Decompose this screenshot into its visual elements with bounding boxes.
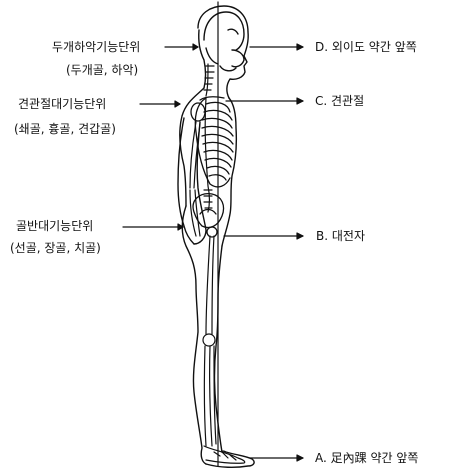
lumbar-spine <box>204 98 212 212</box>
label-a: A. 足內踝 약간 앞쪽 <box>315 451 418 465</box>
pelvis-unit-sub: (선골, 장골, 치골) <box>10 241 101 255</box>
label-b: B. 대전자 <box>316 229 365 243</box>
skull <box>204 12 244 71</box>
head-unit-title: 두개하악기능단위 <box>52 40 140 54</box>
head-unit-sub: (두개골, 하악) <box>66 63 138 77</box>
leg-bones <box>203 236 245 463</box>
shoulder-unit-sub: (쇄골, 흉골, 견갑골) <box>14 122 116 136</box>
right-pointers <box>224 44 303 461</box>
label-c: C. 견관절 <box>315 94 364 108</box>
label-d: D. 외이도 약간 앞쪽 <box>315 40 417 54</box>
body-outline <box>178 6 254 467</box>
shoulder-unit-title: 견관절대기능단위 <box>18 97 106 111</box>
arm-bones <box>190 122 200 236</box>
pelvis-unit-title: 골반대기능단위 <box>16 219 93 233</box>
